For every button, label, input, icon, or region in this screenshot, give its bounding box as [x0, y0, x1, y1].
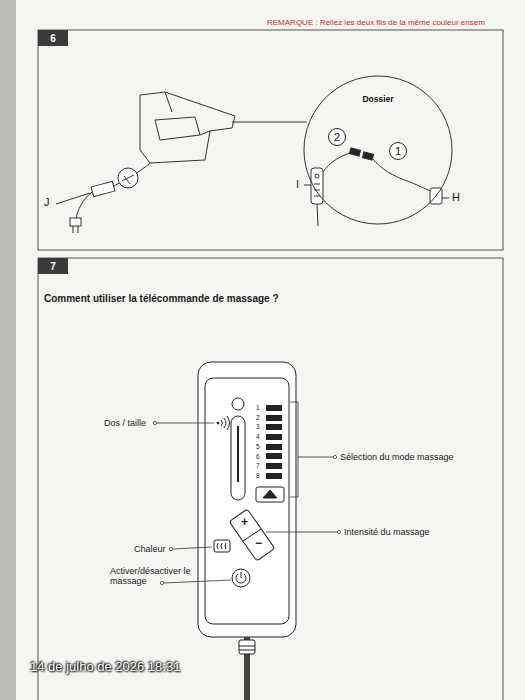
- callout-text: Intensité du massage: [344, 527, 430, 537]
- step-number: 7: [50, 261, 56, 272]
- note-text: REMARQUE : Reliez les deux fils de la mê…: [267, 18, 485, 27]
- step-tab: 7: [38, 258, 68, 274]
- part-letter: J: [44, 196, 50, 209]
- callout-text: Dos / taille: [104, 418, 146, 428]
- callout-text: Sélection du mode massage: [340, 452, 454, 462]
- mode-number: 7: [256, 462, 260, 469]
- zoom-label: Dossier: [303, 95, 453, 104]
- step-tab: 6: [38, 30, 68, 46]
- callout-number: 1: [395, 145, 401, 157]
- mode-number: 4: [256, 433, 260, 440]
- leader-lines: [153, 402, 340, 585]
- part-letter: I: [296, 178, 299, 191]
- step-panel: [38, 30, 503, 250]
- callout-number: 2: [334, 131, 340, 143]
- wire-connection: [304, 148, 449, 226]
- callout-text: Chaleur: [134, 544, 166, 554]
- timestamp: 14 de julho de 2026 18:31: [30, 660, 180, 675]
- step-panel: [38, 258, 503, 700]
- mode-bars: [266, 405, 282, 479]
- number-circle: 1: [389, 142, 407, 160]
- remote-control: [198, 362, 296, 700]
- power-adapter: [56, 163, 150, 233]
- zoom-circle: 2 1 Dossier: [303, 75, 453, 225]
- number-circle: 2: [328, 128, 346, 146]
- mode-number: 8: [256, 472, 260, 479]
- button-sign: +: [241, 516, 248, 530]
- mode-number: 2: [256, 414, 260, 421]
- paper: [16, 0, 525, 700]
- section-heading: Comment utiliser la télécommande de mass…: [44, 293, 279, 305]
- mode-number: 5: [256, 443, 260, 450]
- mode-number: 3: [256, 423, 260, 430]
- step-number: 6: [50, 33, 56, 44]
- part-letter: H: [452, 191, 460, 204]
- button-sign: −: [255, 537, 262, 551]
- page-edge: [0, 0, 16, 700]
- callout-text: Activer/désactiver le massage: [110, 566, 194, 587]
- mode-number: 1: [256, 404, 260, 411]
- chair-base: [140, 92, 307, 163]
- mode-number: 6: [256, 453, 260, 460]
